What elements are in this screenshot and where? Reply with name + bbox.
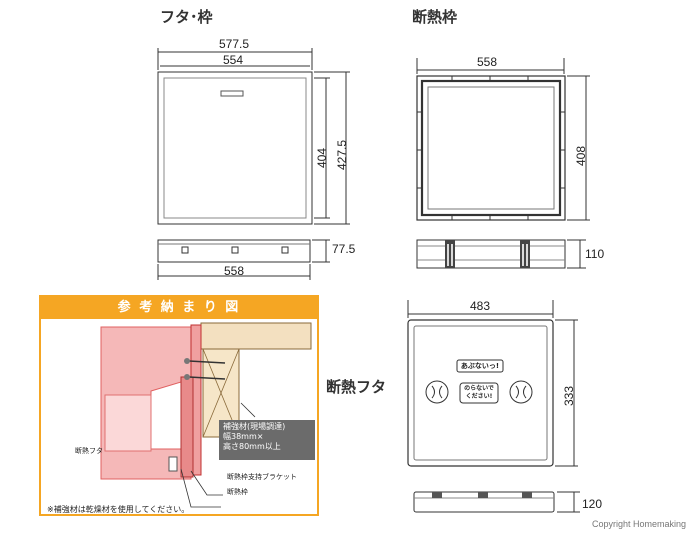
copyright-text: Copyright Homemaking bbox=[592, 519, 687, 529]
callout-line-2: 幅38mm× bbox=[223, 432, 264, 441]
title-insulation-lid: 断熱フタ bbox=[326, 378, 387, 396]
dim-ins-lid-width: 483 bbox=[470, 299, 491, 313]
warning-sticker-2: のらないで ください! bbox=[460, 385, 498, 401]
reference-illustration bbox=[100, 322, 312, 508]
dim-lid-side-width: 558 bbox=[224, 264, 245, 278]
dim-frame-width: 558 bbox=[477, 55, 498, 69]
warning-sticker-line1: のらないで bbox=[464, 385, 494, 392]
dim-lid-inner-height: 404 bbox=[315, 147, 329, 168]
dim-lid-side-height: 77.5 bbox=[332, 242, 356, 256]
dim-lid-outer-height: 427.5 bbox=[335, 139, 349, 170]
callout-line-3: 高さ80mm以上 bbox=[223, 442, 281, 451]
reference-panel-title: 参 考 納 ま り 図 bbox=[41, 297, 317, 319]
warning-sticker-text: あぶないっ! bbox=[460, 362, 500, 370]
dim-lid-inner-width: 554 bbox=[223, 53, 244, 67]
callout-reinforcement: 補強材(現場調達) 幅38mm× 高さ80mm以上 bbox=[219, 420, 315, 460]
dim-ins-lid-side-height: 120 bbox=[582, 497, 603, 511]
label-insulation-frame: 断熱枠 bbox=[227, 488, 248, 496]
title-lid-frame: フタ･枠 bbox=[160, 8, 213, 26]
title-insulation-frame: 断熱枠 bbox=[412, 8, 458, 26]
dim-frame-height: 408 bbox=[574, 145, 588, 166]
reference-note: ※補強材は乾燥材を使用してください。 bbox=[47, 505, 190, 514]
label-bracket: 断熱枠支持ブラケット bbox=[227, 473, 297, 481]
callout-line-1: 補強材(現場調達) bbox=[223, 422, 286, 431]
dim-ins-lid-height: 333 bbox=[562, 385, 576, 406]
warning-sticker-line2: ください! bbox=[465, 393, 493, 400]
dim-frame-side-height: 110 bbox=[585, 247, 605, 261]
dim-lid-outer-width: 577.5 bbox=[219, 37, 250, 51]
label-insulation-lid: 断熱フタ bbox=[75, 447, 103, 455]
reference-installation-panel: 参 考 納 ま り 図 断熱フタ 断熱枠支持ブラケット 断熱枠 ※補強材は乾燥材… bbox=[39, 295, 319, 516]
